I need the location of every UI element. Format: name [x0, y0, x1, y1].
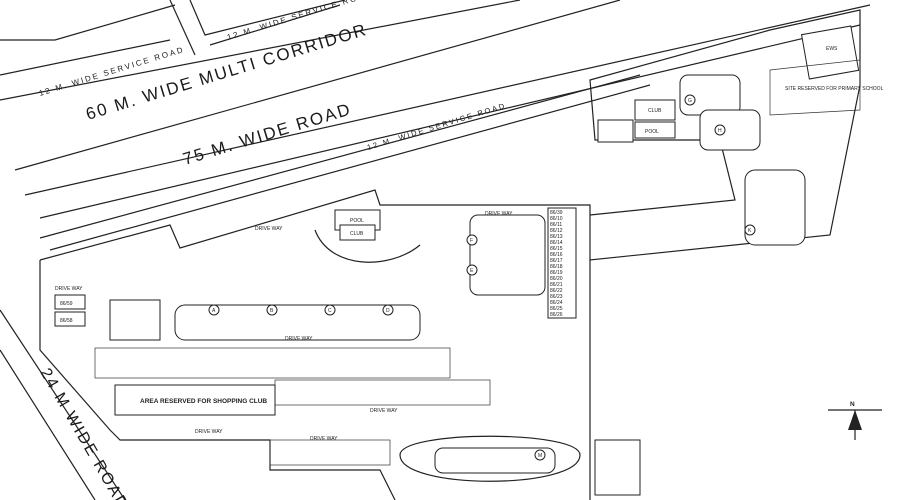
villa-label: 86/14 — [550, 240, 563, 246]
shopping-club-area: AREA RESERVED FOR SHOPPING CLUB — [114, 384, 276, 416]
club-left-label: CLUB — [350, 231, 364, 237]
left-plot-label: 86/58 — [60, 318, 73, 324]
villa-label: 86/17 — [550, 258, 563, 264]
ews-block: EWS — [800, 25, 860, 80]
tower-letter-b: B — [270, 308, 274, 314]
service-road-mid-band — [39, 74, 651, 251]
pool-label: POOL — [645, 129, 659, 135]
top-left-plot — [0, 0, 346, 76]
villa-label: 86/25 — [550, 306, 563, 312]
wide-road-75-band — [24, 4, 871, 219]
tower-letter-h: H — [718, 128, 722, 134]
wide-road-24-band — [0, 309, 126, 500]
north-arrow: N — [828, 401, 882, 440]
central-tower-cluster: A B C D F E — [174, 214, 546, 341]
drive-way-label: DRIVE WAY — [195, 429, 223, 435]
tower-letter-g: G — [688, 98, 692, 104]
villa-label: 86/11 — [550, 222, 562, 228]
villa-label: 86/21 — [550, 282, 563, 288]
left-plot-label: 86/59 — [60, 301, 73, 307]
villa-label: 86/16 — [550, 252, 563, 258]
villa-label: 86/22 — [550, 288, 563, 294]
drive-way-label: DRIVE WAY — [55, 286, 83, 292]
villa-label: 86/39 — [550, 210, 563, 216]
villa-label: 86/23 — [550, 294, 563, 300]
villa-label: 86/12 — [550, 228, 563, 234]
pool-left-label: POOL — [350, 218, 364, 224]
tower-letter-f: F — [470, 238, 473, 244]
tower-letter-m: M — [538, 453, 542, 459]
school-area: SITE RESERVED FOR PRIMARY SCHOOL — [769, 59, 884, 116]
villa-label: 86/19 — [550, 270, 563, 276]
right-tower-cluster: G H K — [679, 74, 806, 246]
villa-label: 86/15 — [550, 246, 563, 252]
multi-corridor-band — [0, 0, 621, 171]
bottom-tower-cluster: M — [399, 435, 581, 482]
club-pool-top-right: CLUB POOL — [597, 99, 676, 143]
site-boundary — [39, 9, 861, 500]
villa-label: 86/26 — [550, 312, 563, 318]
villa-label: 86/10 — [550, 216, 563, 222]
utility-block — [594, 439, 641, 496]
left-plots: 86/59 86/58 — [54, 294, 161, 341]
drive-way-label: DRIVE WAY — [310, 436, 338, 442]
wide-road-75-label: 75 M. WIDE ROAD — [181, 99, 354, 168]
drive-way-label: DRIVE WAY — [370, 408, 398, 414]
club-label: CLUB — [648, 108, 662, 114]
drive-way-label: DRIVE WAY — [255, 226, 283, 232]
villa-label: 86/24 — [550, 300, 563, 306]
club-pool-left: POOL CLUB — [314, 209, 421, 263]
drive-way-label: DRIVE WAY — [285, 336, 313, 342]
villa-column: 86/39 86/10 86/11 86/12 86/13 86/14 86/1… — [547, 207, 577, 319]
tower-letter-d: D — [386, 308, 390, 314]
tower-letter-e: E — [470, 268, 474, 274]
north-label: N — [850, 401, 855, 408]
school-label: SITE RESERVED FOR PRIMARY SCHOOL — [785, 86, 884, 92]
tower-letter-c: C — [328, 308, 332, 314]
drive-way-label: DRIVE WAY — [485, 211, 513, 217]
tower-letter-a: A — [212, 308, 216, 314]
villa-label: 86/13 — [550, 234, 563, 240]
tower-letter-k: K — [748, 228, 752, 234]
ews-label: EWS — [826, 46, 838, 52]
villa-label: 86/18 — [550, 264, 563, 270]
shopping-label: AREA RESERVED FOR SHOPPING CLUB — [140, 398, 267, 405]
villa-label: 86/20 — [550, 276, 563, 282]
